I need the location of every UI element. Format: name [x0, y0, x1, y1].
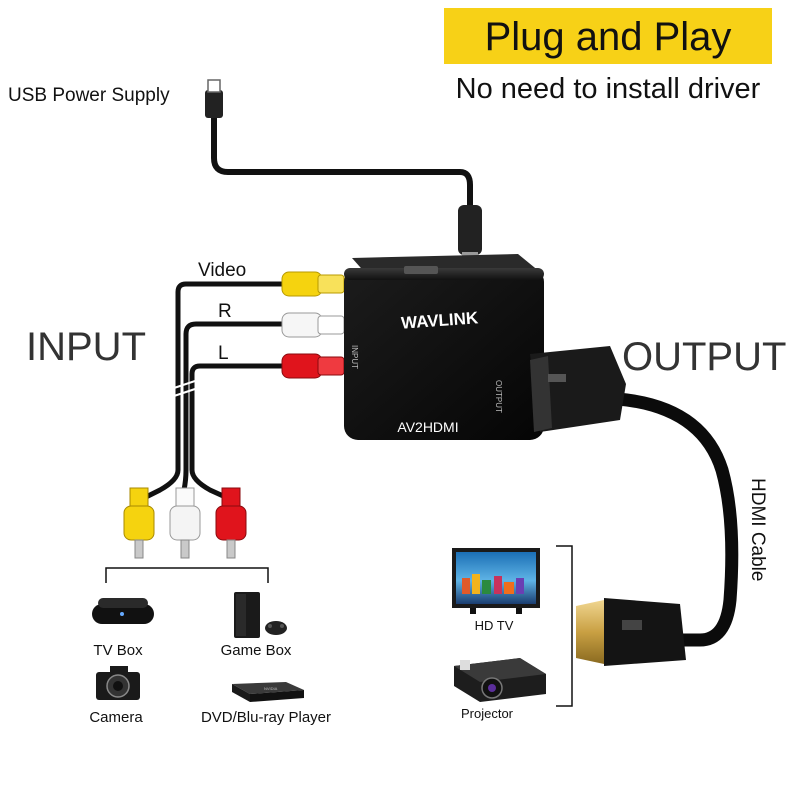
video-line-label: Video — [198, 260, 246, 281]
right-line-label: R — [218, 301, 232, 322]
output-title: OUTPUT — [622, 335, 786, 379]
rca-hanging-plug-right-icon — [169, 487, 201, 559]
usb-cable — [205, 79, 482, 266]
rca-hanging-plug-video-icon — [123, 487, 155, 559]
hd-tv-label: HD TV — [475, 618, 514, 633]
rca-plug-right-icon — [281, 312, 345, 338]
usb-plug-icon — [205, 79, 223, 118]
input-title: INPUT — [26, 325, 146, 369]
dvd-player-label: DVD/Blu-ray Player — [201, 709, 331, 726]
displays-bracket — [556, 545, 573, 707]
rca-cable-bundle — [138, 281, 290, 503]
game-console-icon — [234, 592, 287, 638]
svg-text:NVIDIA: NVIDIA — [264, 686, 278, 691]
hdmi-cable — [530, 346, 739, 666]
rca-plug-left-icon — [281, 353, 345, 379]
device-model: AV2HDMI — [397, 419, 458, 435]
rca-hanging-plug-left-icon — [215, 487, 247, 559]
tv-box-label: TV Box — [93, 642, 143, 659]
plug-and-play-badge: Plug and Play — [444, 8, 772, 64]
badge-text: Plug and Play — [485, 15, 732, 59]
tv-box-icon — [92, 598, 154, 624]
hd-tv-icon — [452, 548, 540, 614]
projector-icon — [454, 658, 546, 702]
rca-plug-video-icon — [281, 271, 345, 297]
av2hdmi-converter: WAVLINK AV2HDMI INPUT OUTPUT — [344, 254, 544, 440]
dvd-player-icon: NVIDIA — [232, 682, 304, 702]
device-input-port-label: INPUT — [350, 345, 359, 369]
camera-icon — [96, 666, 140, 700]
hdmi-cable-label: HDMI Cable — [747, 478, 768, 581]
projector-label: Projector — [461, 706, 514, 721]
usb-power-label: USB Power Supply — [8, 85, 170, 106]
hdmi-plug-display-icon — [576, 598, 686, 666]
left-line-label: L — [218, 343, 229, 364]
camera-label: Camera — [89, 709, 143, 726]
device-output-port-label: OUTPUT — [494, 380, 503, 413]
game-box-label: Game Box — [221, 642, 292, 659]
subtitle: No need to install driver — [456, 73, 761, 105]
hdmi-plug-device-icon — [530, 346, 626, 432]
sources-bracket — [105, 567, 269, 583]
